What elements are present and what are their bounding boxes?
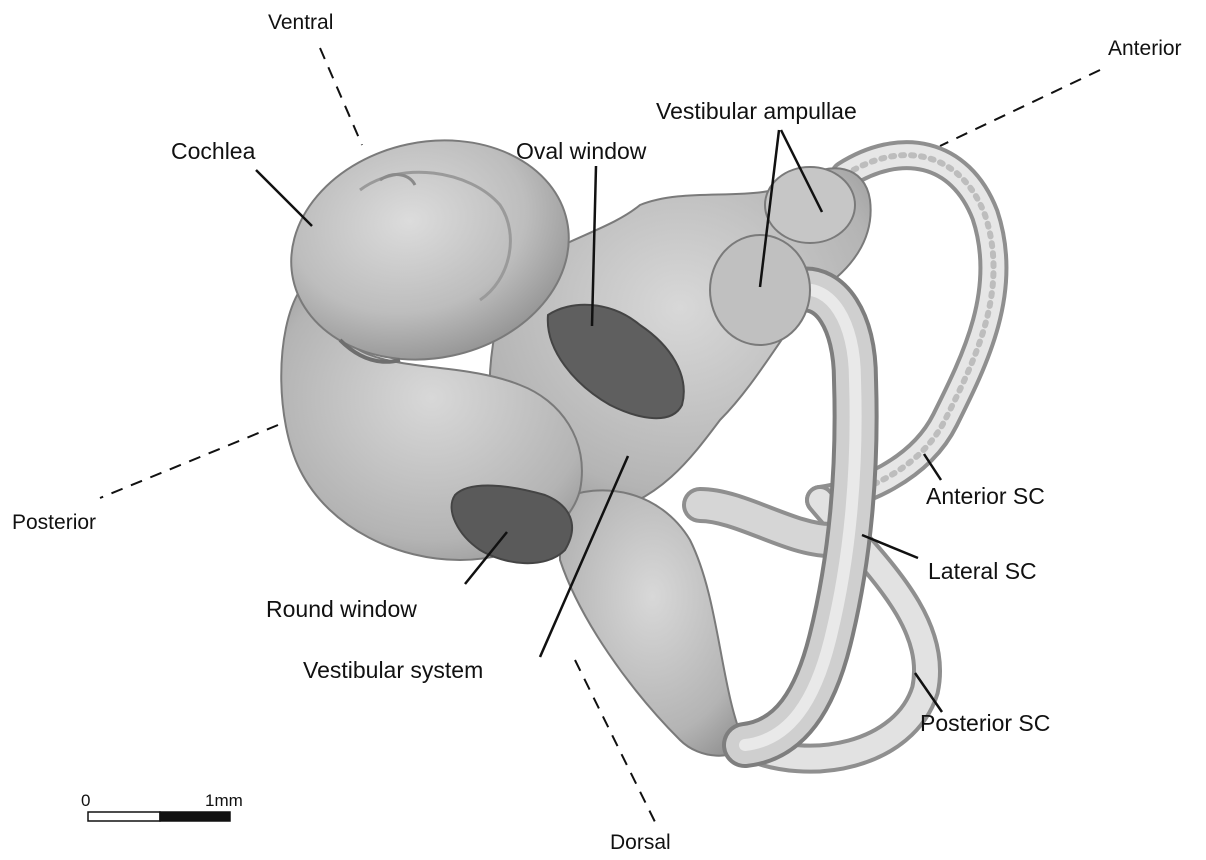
posterior-label: Posterior	[12, 512, 96, 533]
scale-start-label: 0	[81, 792, 90, 809]
anterior-label: Anterior	[1108, 38, 1182, 59]
ampulla-anterior	[765, 167, 855, 243]
ventral-axis	[320, 48, 362, 145]
posterior-sc-label: Posterior SC	[920, 712, 1050, 735]
anterior-axis	[940, 70, 1100, 146]
posterior-axis	[100, 425, 278, 498]
anterior-sc-label: Anterior SC	[926, 485, 1045, 508]
vestibular-ampullae-label: Vestibular ampullae	[656, 100, 857, 123]
ventral-label: Ventral	[268, 12, 333, 33]
oval-window-label: Oval window	[516, 140, 646, 163]
vestibular-system-label: Vestibular system	[303, 659, 483, 682]
round-window-label: Round window	[266, 598, 417, 621]
dorsal-label: Dorsal	[610, 832, 671, 853]
ampulla-lateral	[710, 235, 810, 345]
cochlea-label: Cochlea	[171, 140, 255, 163]
scale-bar-black-segment	[160, 812, 230, 821]
scale-bar-white-segment	[88, 812, 160, 821]
scale-end-label: 1mm	[205, 792, 243, 809]
leader-cochlea	[256, 170, 312, 226]
scale-bar	[88, 812, 230, 821]
lateral-sc-label: Lateral SC	[928, 560, 1037, 583]
